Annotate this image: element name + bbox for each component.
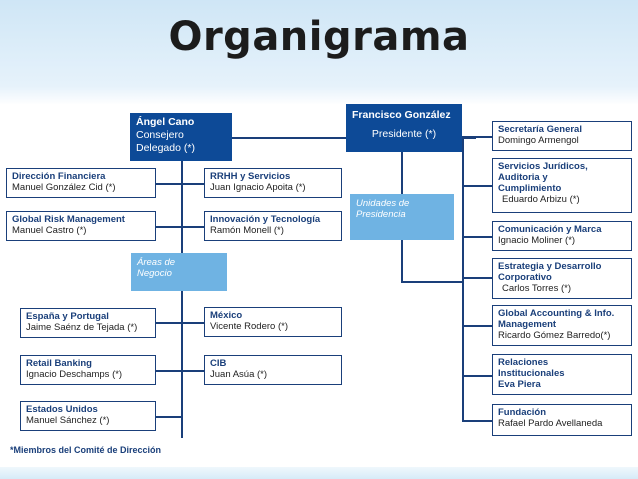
org-box-servicios-juridicos: Servicios Jurídicos, Auditoria y Cumplim… — [492, 158, 632, 213]
ceo-box: Ángel Cano Consejero Delegado (*) — [130, 113, 232, 161]
unidades-presidencia-line2: Presidencia — [356, 209, 406, 220]
connector-r0 — [462, 136, 492, 138]
connector-r2 — [462, 236, 492, 238]
org-box-title: Innovación y Tecnología — [210, 214, 321, 225]
connector-finance — [156, 183, 182, 185]
org-box-title: España y Portugal — [26, 311, 109, 322]
areas-negocio-line1: Áreas de — [137, 257, 176, 268]
org-box-title: Estados Unidos — [26, 404, 98, 415]
org-box-global-accounting: Global Accounting & Info. Management Ric… — [492, 305, 632, 346]
org-box-person: Manuel González Cid (*) — [12, 182, 116, 193]
connector-spain — [156, 322, 182, 324]
org-box-title: Secretaría General — [498, 124, 582, 135]
connector-rrhh — [182, 183, 204, 185]
connector-mid-horizontal — [401, 281, 463, 283]
org-box-person: Eva Piera — [498, 379, 541, 390]
org-box-person: Domingo Armengol — [498, 135, 579, 146]
president-name: Francisco González — [352, 109, 451, 121]
org-box-relaciones-institucionales: Relaciones Institucionales Eva Piera — [492, 354, 632, 395]
org-box-person: Ignacio Deschamps (*) — [26, 369, 123, 380]
org-box-title: Dirección Financiera — [12, 171, 106, 182]
president-box: Francisco González Presidente (*) — [346, 104, 462, 152]
org-box-person: Eduardo Arbizu (*) — [502, 194, 580, 205]
ceo-role-line1: Consejero — [136, 129, 184, 141]
connector-r5 — [462, 375, 492, 377]
connector-left-trunk — [181, 160, 183, 438]
org-box-person: Carlos Torres (*) — [502, 283, 571, 294]
org-box-title-line1: Relaciones — [498, 357, 549, 368]
org-box-retail-banking: Retail Banking Ignacio Deschamps (*) — [20, 355, 156, 385]
org-box-person: Manuel Castro (*) — [12, 225, 87, 236]
org-box-person: Jaime Saénz de Tejada (*) — [26, 322, 138, 333]
connector-president-right — [462, 137, 476, 139]
org-box-title: Fundación — [498, 407, 547, 418]
ceo-role-line2: Delegado (*) — [136, 142, 195, 154]
unidades-presidencia-label: Unidades de Presidencia — [350, 194, 454, 240]
org-box-person: Juan Ignacio Apoita (*) — [210, 182, 306, 193]
org-box-person: Vicente Rodero (*) — [210, 321, 288, 332]
areas-negocio-label: Áreas de Negocio — [131, 253, 227, 291]
org-box-person: Rafael Pardo Avellaneda — [498, 418, 603, 429]
org-box-title: Comunicación y Marca — [498, 224, 602, 235]
org-box-secretaria-general: Secretaría General Domingo Armengol — [492, 121, 632, 151]
areas-negocio-line2: Negocio — [137, 268, 172, 279]
unidades-presidencia-line1: Unidades de — [356, 198, 410, 209]
connector-r6 — [462, 420, 492, 422]
ceo-name: Ángel Cano — [136, 116, 195, 128]
org-box-comunicacion-marca: Comunicación y Marca Ignacio Moliner (*) — [492, 221, 632, 251]
org-box-title-line1: Servicios Jurídicos, — [498, 161, 588, 172]
connector-cib — [182, 370, 204, 372]
org-box-title-line1: Estrategia y Desarrollo — [498, 261, 602, 272]
connector-usa — [156, 416, 182, 418]
org-box-innovacion: Innovación y Tecnología Ramón Monell (*) — [204, 211, 342, 241]
org-box-title: Retail Banking — [26, 358, 92, 369]
org-box-mexico: México Vicente Rodero (*) — [204, 307, 342, 337]
page-title: Organigrama — [168, 14, 470, 60]
org-box-title: México — [210, 310, 243, 321]
org-box-estados-unidos: Estados Unidos Manuel Sánchez (*) — [20, 401, 156, 431]
connector-innovation — [182, 226, 204, 228]
president-role: Presidente (*) — [371, 128, 437, 140]
org-box-person: Ramón Monell (*) — [210, 225, 284, 236]
org-box-person: Ricardo Gómez Barredo(*) — [498, 330, 611, 341]
org-box-title: Global Risk Management — [12, 214, 125, 225]
org-box-fundacion: Fundación Rafael Pardo Avellaneda — [492, 404, 632, 436]
org-box-title-line2: Institucionales — [498, 368, 565, 379]
org-box-rrhh: RRHH y Servicios Juan Ignacio Apoita (*) — [204, 168, 342, 198]
org-box-title: CIB — [210, 358, 227, 369]
org-box-person: Ignacio Moliner (*) — [498, 235, 576, 246]
org-box-title: RRHH y Servicios — [210, 171, 291, 182]
connector-retail — [156, 370, 182, 372]
org-box-global-risk: Global Risk Management Manuel Castro (*) — [6, 211, 156, 241]
org-box-title-line1: Global Accounting & Info. — [498, 308, 615, 319]
connector-r4 — [462, 325, 492, 327]
org-box-title-line2: Management — [498, 319, 557, 330]
org-box-cib: CIB Juan Asúa (*) — [204, 355, 342, 385]
connector-risk — [156, 226, 182, 228]
connector-r3 — [462, 277, 492, 279]
connector-mexico — [182, 322, 204, 324]
org-box-person: Juan Asúa (*) — [210, 369, 268, 380]
org-box-espana-portugal: España y Portugal Jaime Saénz de Tejada … — [20, 308, 156, 338]
footnote: *Miembros del Comité de Dirección — [10, 445, 162, 455]
connector-ceo-president — [232, 137, 347, 139]
org-box-estrategia: Estrategia y Desarrollo Corporativo Carl… — [492, 258, 632, 299]
org-box-title-line3: Cumplimiento — [498, 183, 562, 194]
org-box-person: Manuel Sánchez (*) — [26, 415, 110, 426]
connector-r1 — [462, 185, 492, 187]
connector-right-trunk — [462, 137, 464, 421]
org-box-title-line2: Auditoria y — [498, 172, 548, 183]
org-box-title-line2: Corporativo — [498, 272, 552, 283]
org-box-direccion-financiera: Dirección Financiera Manuel González Cid… — [6, 168, 156, 198]
